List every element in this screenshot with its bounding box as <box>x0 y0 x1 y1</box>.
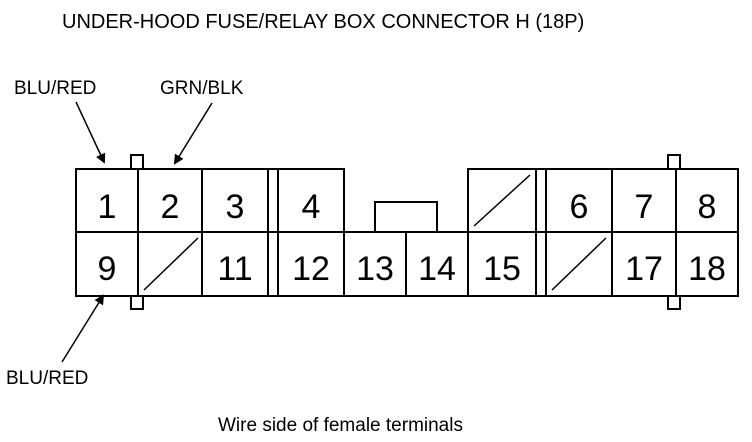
terminal-14: 14 <box>418 250 456 288</box>
wire-label-blu-red-bottom: BLU/RED <box>6 368 88 389</box>
footer-caption: Wire side of female terminals <box>218 415 463 436</box>
arrow-to-terminal-1 <box>75 101 106 164</box>
terminal-17: 17 <box>625 250 663 288</box>
diagram-title: UNDER-HOOD FUSE/RELAY BOX CONNECTOR H (1… <box>62 11 584 33</box>
terminal-15: 15 <box>483 250 521 288</box>
terminal-1: 1 <box>98 188 117 226</box>
terminal-13: 13 <box>356 250 394 288</box>
terminal-4: 4 <box>302 188 321 226</box>
keying-nubs <box>130 154 681 310</box>
wire-label-grn-blk: GRN/BLK <box>160 78 244 99</box>
terminal-7: 7 <box>635 188 654 226</box>
terminal-8: 8 <box>698 188 717 226</box>
arrow-to-terminal-2 <box>173 102 213 165</box>
terminal-18: 18 <box>688 250 726 288</box>
terminal-3: 3 <box>226 188 245 226</box>
connector-outline <box>75 168 739 297</box>
terminal-12: 12 <box>292 250 330 288</box>
terminal-9: 9 <box>98 250 117 288</box>
locking-tab <box>374 201 438 232</box>
empty-cavity-16 <box>551 237 607 291</box>
arrow-to-terminal-9 <box>61 294 105 363</box>
empty-cavity-5 <box>473 174 531 227</box>
terminal-6: 6 <box>570 188 589 226</box>
wire-label-blu-red-top: BLU/RED <box>14 78 96 99</box>
empty-cavity-10 <box>143 237 199 291</box>
terminal-2: 2 <box>161 188 180 226</box>
terminal-11: 11 <box>217 250 252 288</box>
